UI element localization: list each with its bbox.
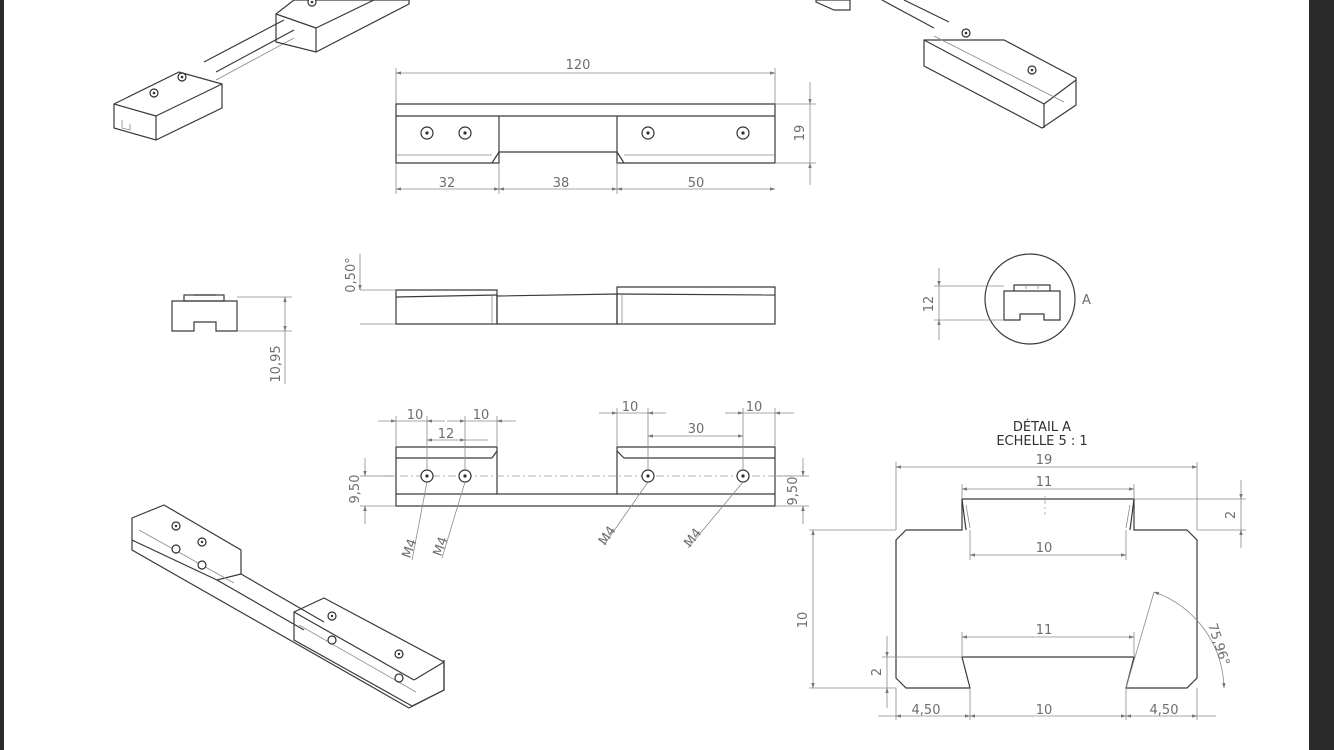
detail-scale: ECHELLE 5 : 1 xyxy=(996,434,1087,449)
detail-dim-bottom-mid: 10 xyxy=(1036,703,1053,718)
detail-dim-bottom-depth: 2 xyxy=(870,668,885,676)
dim-total-length: 120 xyxy=(566,58,591,73)
detail-dim-bottom-left: 4,50 xyxy=(912,703,941,718)
dim-end-height-right: 12 xyxy=(922,296,937,313)
detail-dim-angle: 75,96° xyxy=(1204,622,1232,668)
detail-dim-width: 19 xyxy=(1036,453,1053,468)
detail-a-view: DÉTAIL A ECHELLE 5 : 1 19 11 2 10 10 xyxy=(796,419,1246,720)
thread-label-2: M4 xyxy=(431,535,452,558)
detail-dim-height: 10 xyxy=(796,612,811,629)
detail-dim-bottom-width: 11 xyxy=(1036,623,1053,638)
dim-segment-1: 32 xyxy=(439,176,456,191)
dim-hole-left-2: 10 xyxy=(473,408,490,423)
technical-drawing: 120 19 32 38 50 1 xyxy=(113,0,1246,720)
end-view-right: A 12 xyxy=(922,253,1091,345)
dim-angle: 0,50° xyxy=(344,257,359,292)
iso-view-top-left xyxy=(113,0,410,141)
dim-row-offset-left: 9,50 xyxy=(348,475,363,504)
dim-end-height: 10,95 xyxy=(269,345,284,382)
dim-height: 19 xyxy=(793,125,808,142)
detail-title: DÉTAIL A xyxy=(1013,419,1071,435)
drawing-sheet: 120 19 32 38 50 1 xyxy=(4,0,1309,750)
dim-right-end: 10 xyxy=(746,400,763,415)
side-view: 0,50° xyxy=(344,254,776,325)
dim-hole-left-1: 10 xyxy=(407,408,424,423)
dim-segment-2: 38 xyxy=(553,176,570,191)
iso-view-top-right xyxy=(815,0,1077,129)
top-view: 120 19 32 38 50 xyxy=(395,58,816,194)
bottom-view: 10 10 12 10 30 10 9,50 9,50 M4 M4 xyxy=(348,400,809,560)
detail-dim-top-depth: 2 xyxy=(1224,511,1239,519)
detail-dim-bottom-right: 4,50 xyxy=(1150,703,1179,718)
dim-hole-pair: 12 xyxy=(438,427,455,442)
dim-right-offset: 10 xyxy=(622,400,639,415)
thread-label-4: M4 xyxy=(681,526,705,551)
thread-label-1: M4 xyxy=(400,537,421,560)
detail-marker: A xyxy=(1082,293,1091,308)
end-view-left: 10,95 xyxy=(171,294,292,384)
iso-view-bottom-left xyxy=(131,504,445,709)
dim-right-spacing: 30 xyxy=(688,422,705,437)
dim-segment-3: 50 xyxy=(688,176,705,191)
detail-dim-inner-width: 10 xyxy=(1036,541,1053,556)
detail-dim-top-width: 11 xyxy=(1036,475,1053,490)
dim-row-offset-right: 9,50 xyxy=(786,477,801,506)
